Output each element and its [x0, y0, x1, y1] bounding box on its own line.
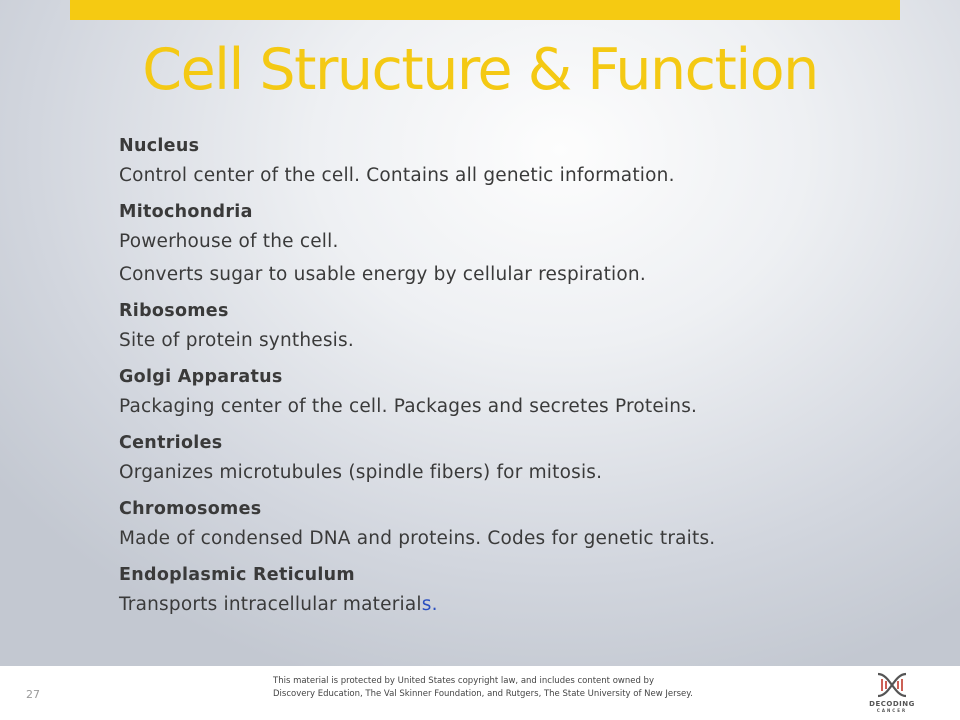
copyright-line: Discovery Education, The Val Skinner Fou… — [273, 689, 693, 699]
term: Chromosomes — [119, 499, 262, 519]
logo-subtext: CANCER — [876, 708, 908, 713]
entry-ribosomes: Ribosomes Site of protein synthesis. — [119, 298, 939, 357]
footer: 27 This material is protected by United … — [0, 666, 960, 720]
term: Mitochondria — [119, 202, 253, 222]
definition-line: Packaging center of the cell. Packages a… — [119, 396, 698, 417]
entry-nucleus: Nucleus Control center of the cell. Cont… — [119, 133, 939, 192]
definition-line: Made of condensed DNA and proteins. Code… — [119, 528, 716, 549]
entry-endoplasmic-reticulum: Endoplasmic Reticulum Transports intrace… — [119, 562, 939, 621]
definition: Packaging center of the cell. Packages a… — [119, 390, 939, 423]
entry-mitochondria: Mitochondria Powerhouse of the cell. Con… — [119, 199, 939, 291]
term: Endoplasmic Reticulum — [119, 565, 355, 585]
definition: Organizes microtubules (spindle fibers) … — [119, 456, 939, 489]
definition-text: Transports intracellular material — [119, 594, 422, 615]
term: Nucleus — [119, 136, 200, 156]
definitions-list: Nucleus Control center of the cell. Cont… — [119, 133, 939, 628]
definition-line: Converts sugar to usable energy by cellu… — [119, 264, 646, 285]
top-accent-bar — [70, 0, 900, 20]
definition: Transports intracellular materials. — [119, 588, 939, 621]
entry-golgi-apparatus: Golgi Apparatus Packaging center of the … — [119, 364, 939, 423]
entry-chromosomes: Chromosomes Made of condensed DNA and pr… — [119, 496, 939, 555]
definition: Made of condensed DNA and proteins. Code… — [119, 522, 939, 555]
dna-helix-icon — [877, 672, 907, 698]
definition: Site of protein synthesis. — [119, 324, 939, 357]
definition-line: Transports intracellular materials. — [119, 588, 939, 621]
definition-line: Organizes microtubules (spindle fibers) … — [119, 462, 603, 483]
term: Golgi Apparatus — [119, 367, 283, 387]
slide-title: Cell Structure & Function — [142, 37, 819, 103]
slide-number: 27 — [26, 688, 40, 701]
term: Centrioles — [119, 433, 223, 453]
definition: Powerhouse of the cell. Converts sugar t… — [119, 225, 939, 291]
entry-centrioles: Centrioles Organizes microtubules (spind… — [119, 430, 939, 489]
logo-wordmark: DECODING — [869, 700, 915, 708]
definition-line: Control center of the cell. Contains all… — [119, 165, 675, 186]
copyright-line: This material is protected by United Sta… — [273, 676, 654, 686]
decoding-cancer-logo: DECODING CANCER — [860, 670, 924, 718]
term: Ribosomes — [119, 301, 229, 321]
definition: Control center of the cell. Contains all… — [119, 159, 939, 192]
copyright-notice: This material is protected by United Sta… — [273, 675, 833, 701]
definition-line: Powerhouse of the cell. — [119, 231, 339, 252]
definition-accent-text: s. — [421, 594, 438, 615]
definition-line: Site of protein synthesis. — [119, 330, 354, 351]
